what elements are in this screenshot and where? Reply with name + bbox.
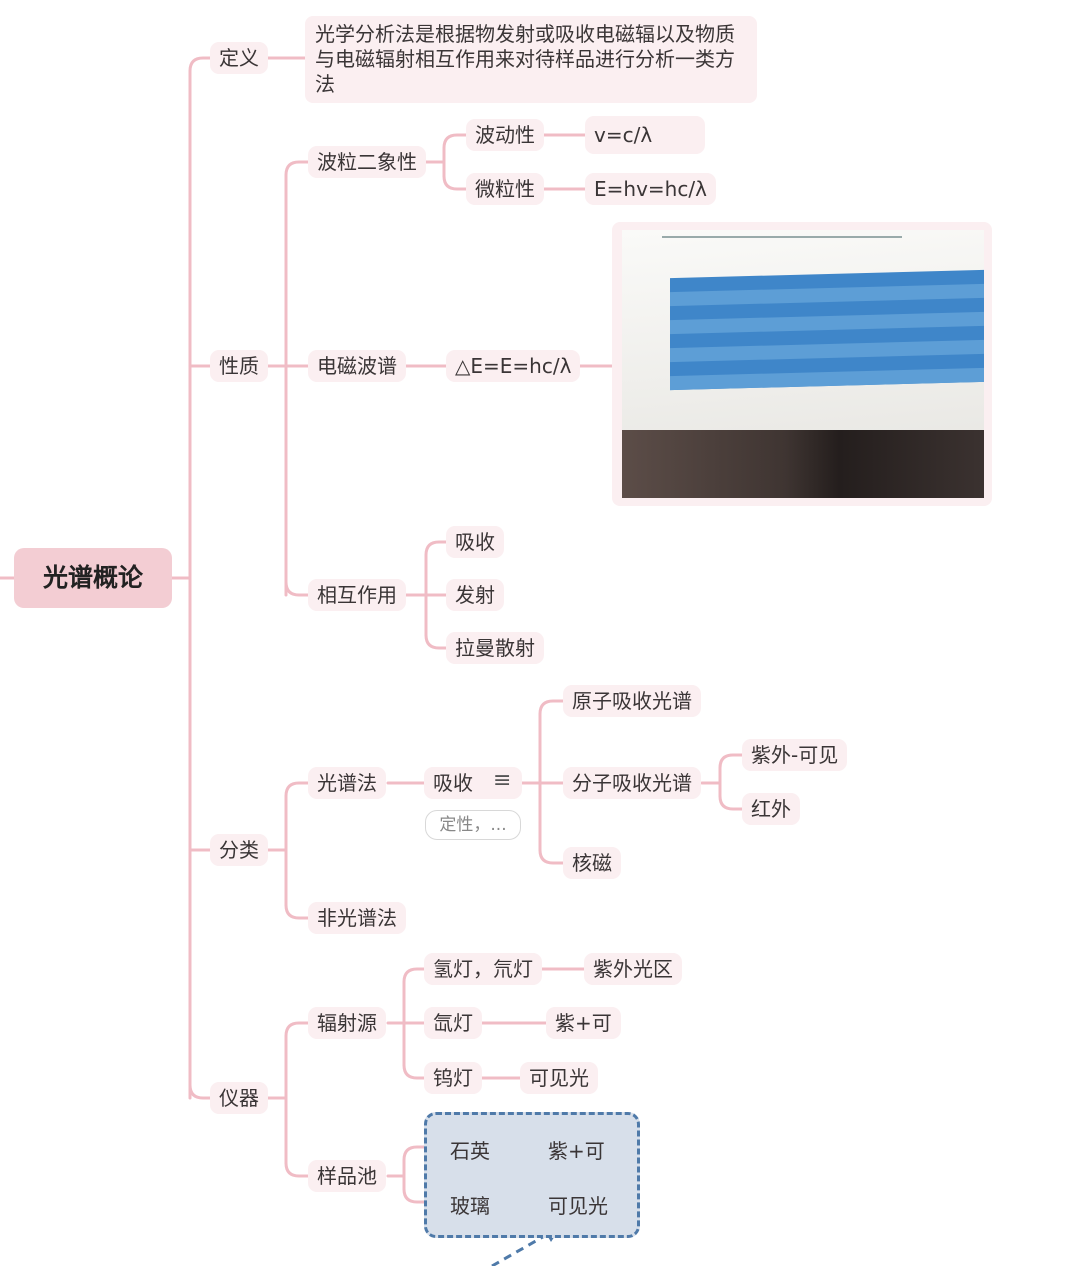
topic-nmr[interactable]: 核磁 [563,847,621,879]
topic-wave-particle[interactable]: 波粒二象性 [308,146,426,178]
em-spectrum-table-photo [622,230,984,498]
topic-spectroscopic[interactable]: 光谱法 [308,767,386,799]
topic-definition[interactable]: 定义 [210,42,268,74]
topic-atomic-absorption[interactable]: 原子吸收光谱 [563,685,701,717]
topic-uv-vis[interactable]: 紫外-可见 [742,739,847,771]
source-hydrogen-deuterium-region[interactable]: 紫外光区 [584,953,682,985]
source-tungsten-region[interactable]: 可见光 [520,1062,598,1094]
root-topic[interactable]: 光谱概论 [14,548,172,608]
topic-classification[interactable]: 分类 [210,834,268,866]
interaction-absorption[interactable]: 吸收 [446,526,504,558]
topic-non-spectroscopic[interactable]: 非光谱法 [308,902,406,934]
topic-em-spectrum[interactable]: 电磁波谱 [308,350,406,382]
topic-radiation-source[interactable]: 辐射源 [308,1007,386,1039]
topic-interaction[interactable]: 相互作用 [308,579,406,611]
cell-quartz-region[interactable]: 紫+可 [539,1135,614,1167]
formula-particle[interactable]: E=hv=hc/λ [585,173,716,205]
topic-sample-cell[interactable]: 样品池 [308,1160,386,1192]
source-tungsten[interactable]: 钨灯 [424,1062,482,1094]
source-xenon-region[interactable]: 紫+可 [546,1007,621,1039]
cell-glass-region[interactable]: 可见光 [539,1190,617,1222]
summary-label[interactable]: 定性，... [425,810,521,840]
topic-properties[interactable]: 性质 [210,350,268,382]
topic-molecular-absorption[interactable]: 分子吸收光谱 [563,767,701,799]
interaction-emission[interactable]: 发射 [446,579,504,611]
topic-instrument[interactable]: 仪器 [210,1082,268,1114]
cell-quartz[interactable]: 石英 [441,1135,499,1167]
topic-particle[interactable]: 微粒性 [466,173,544,205]
topic-wave[interactable]: 波动性 [466,119,544,151]
interaction-raman[interactable]: 拉曼散射 [446,632,544,664]
formula-em[interactable]: △E=E=hc/λ [446,350,580,382]
definition-text[interactable]: 光学分析法是根据物发射或吸收电磁辐以及物质与电磁辐射相互作用来对待样品进行分析一… [305,16,757,103]
source-xenon[interactable]: 氙灯 [424,1007,482,1039]
cell-glass[interactable]: 玻璃 [441,1190,499,1222]
attached-image-card[interactable] [612,222,992,506]
cell-boundary[interactable]: 石英 紫+可 玻璃 可见光 [424,1112,640,1238]
notes-icon[interactable]: ≡ [493,768,511,793]
source-hydrogen-deuterium[interactable]: 氢灯，氘灯 [424,953,542,985]
topic-infrared[interactable]: 红外 [742,793,800,825]
formula-wave[interactable]: v=c/λ [585,116,705,154]
